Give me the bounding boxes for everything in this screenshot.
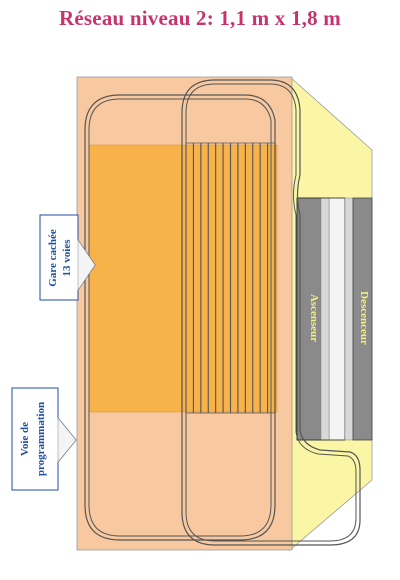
hidden-station-block [88, 144, 278, 413]
diagram-title: Réseau niveau 2: 1,1 m x 1,8 m [59, 6, 341, 30]
lift-descenseur [344, 197, 373, 441]
hidden-station-label-2: 13 voies [61, 239, 73, 277]
hidden-station-callout: Gare cachée 13 voies [39, 214, 96, 301]
ascenseur-label: Ascenseur [308, 294, 320, 342]
descenseur-label: Descenceur [358, 291, 370, 345]
programming-label-2: programmation [35, 402, 47, 476]
programming-track-callout: Voie de programmation [11, 387, 77, 491]
hidden-station-label-1: Gare cachée [47, 229, 59, 287]
programming-label-1: Voie de [19, 422, 31, 456]
track-loops [84, 79, 361, 546]
lift-ascenseur [296, 197, 346, 441]
